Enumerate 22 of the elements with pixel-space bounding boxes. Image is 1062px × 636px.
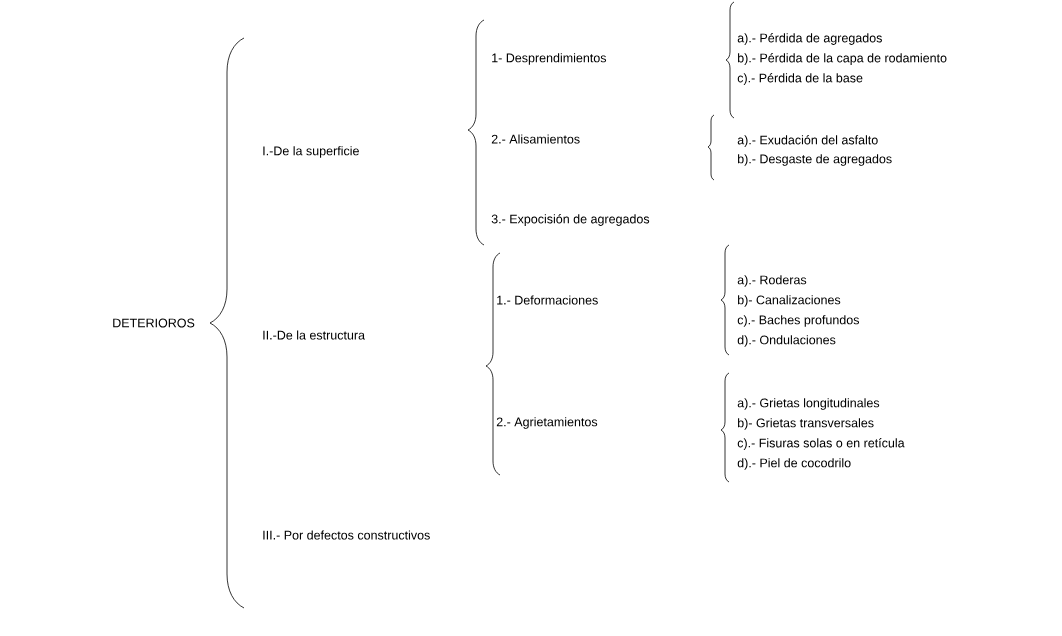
label: c).- Fisuras solas o en retícula <box>737 438 905 450</box>
label: 2.- Agrietamientos <box>496 417 598 429</box>
label: b).- Desgaste de agregados <box>738 154 892 166</box>
label: b)- Canalizaciones <box>738 295 841 307</box>
label: b)- Grietas transversales <box>738 418 874 430</box>
label: 3.- Expocisión de agregados <box>491 214 650 226</box>
label: I.-De la superficie <box>263 146 359 158</box>
label: a).- Roderas <box>737 275 807 287</box>
label: d).- Ondulaciones <box>737 335 836 347</box>
label: II.-De la estructura <box>263 330 365 340</box>
label: 1.- Deformaciones <box>497 295 598 305</box>
label: a).- Exudación del asfalto <box>737 135 878 147</box>
label: a).- Pérdida de agregados <box>737 33 882 45</box>
label: c).- Baches profundos <box>737 315 859 327</box>
label: 1- Desprendimientos <box>492 53 607 65</box>
label: b).- Pérdida de la capa de rodamiento <box>738 53 947 65</box>
label: DETERIOROS <box>113 318 195 328</box>
label: c).- Pérdida de la base <box>737 73 863 85</box>
label: d).- Piel de cocodrilo <box>737 458 851 470</box>
label: 2.- Alisamientos <box>491 134 580 144</box>
label: a).- Grietas longitudinales <box>737 398 880 410</box>
label: III.- Por defectos constructivos <box>263 530 430 540</box>
